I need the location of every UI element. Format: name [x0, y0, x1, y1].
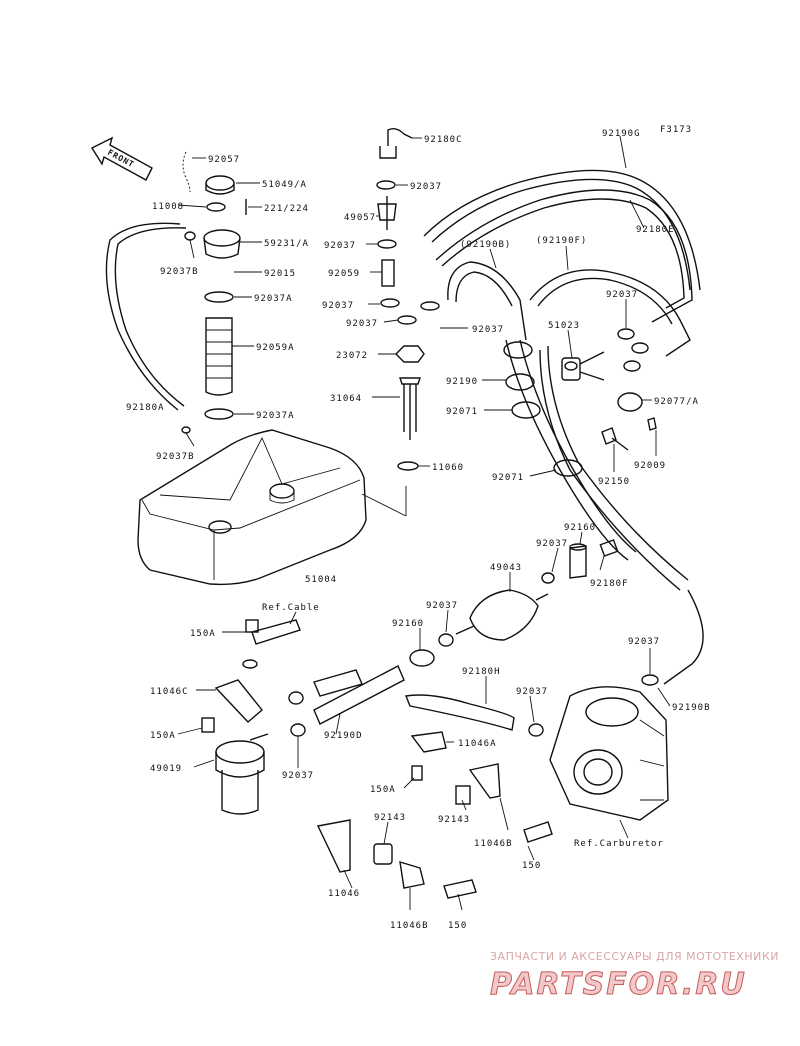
- label-51049a: 51049/A: [262, 180, 307, 190]
- label-92037a-2: 92037A: [256, 411, 295, 421]
- label-92037-1: 92037: [410, 182, 442, 192]
- label-92143-1: 92143: [438, 815, 470, 825]
- label-92037-4: 92037: [346, 319, 378, 329]
- fuel-pump-49043: [409, 589, 549, 667]
- label-92037b-1: 92037B: [160, 267, 199, 277]
- label-92180f: 92180F: [590, 579, 629, 589]
- label-11008: 11008: [152, 202, 184, 212]
- filler-cap-assembly: [181, 151, 247, 434]
- label-92190: 92190: [446, 377, 478, 387]
- carburetor-drawing: [549, 686, 669, 839]
- label-92037-6: 92037: [606, 290, 638, 300]
- watermark-tagline: ЗАПЧАСТИ И АКСЕССУАРЫ ДЛЯ МОТОТЕХНИКИ: [490, 950, 779, 963]
- fuel-hoses-upper: [423, 169, 701, 357]
- label-92037-3: 92037: [322, 301, 354, 311]
- figure-code: F3173: [660, 125, 692, 135]
- label-92037-5: 92037: [472, 325, 504, 335]
- label-92190g: 92190G: [602, 129, 641, 139]
- label-92180a: 92180A: [126, 403, 165, 413]
- fuel-hoses-lower: [288, 589, 704, 737]
- vent-hose-92180a: [105, 222, 181, 411]
- label-31064: 31064: [330, 394, 362, 404]
- label-92071-2: 92071: [492, 473, 524, 483]
- label-49043: 49043: [490, 563, 522, 573]
- label-92037-10: 92037: [628, 637, 660, 647]
- label-92160-1: 92160: [564, 523, 596, 533]
- label-49057: 49057: [344, 213, 376, 223]
- label-11060: 11060: [432, 463, 464, 473]
- label-92190b: 92190B: [672, 703, 711, 713]
- label-92037-9: 92037: [516, 687, 548, 697]
- label-49019: 49019: [150, 764, 182, 774]
- label-92057: 92057: [208, 155, 240, 165]
- label-150a-1: 150A: [190, 629, 216, 639]
- label-59231a: 59231/A: [264, 239, 309, 249]
- label-150-1: 150: [522, 861, 541, 871]
- label-92059: 92059: [328, 269, 360, 279]
- label-92037-8: 92037: [426, 601, 458, 611]
- label-51004: 51004: [305, 575, 337, 585]
- label-92037b-2: 92037B: [156, 452, 195, 462]
- front-arrow-icon: FRONT: [90, 136, 153, 181]
- leader-lines: [177, 135, 671, 911]
- label-92059a: 92059A: [256, 343, 295, 353]
- label-92190f-paren: (92190F): [536, 236, 587, 246]
- label-150a-3: 150A: [370, 785, 396, 795]
- watermark-logo: ЗАПЧАСТИ И АКСЕССУАРЫ ДЛЯ МОТОТЕХНИКИ PA…: [490, 950, 779, 1003]
- main-fuel-hoses: [503, 339, 689, 591]
- fuel-cock-51023: [561, 328, 657, 451]
- label-92071-1: 92071: [446, 407, 478, 417]
- watermark-brand: PARTSFOR.RU: [490, 967, 747, 1002]
- label-92143-2: 92143: [374, 813, 406, 823]
- label-92190b-paren: (92190B): [460, 240, 511, 250]
- label-92037-11: 92037: [282, 771, 314, 781]
- label-92180e: 92180E: [636, 225, 675, 235]
- label-221-224: 221/224: [264, 204, 309, 214]
- label-92009: 92009: [634, 461, 666, 471]
- label-11046c: 11046C: [150, 687, 189, 697]
- label-92015: 92015: [264, 269, 296, 279]
- part-labels: 92057 51049/A 11008 221/224 59231/A 9203…: [126, 129, 711, 931]
- label-ref-carburetor: Ref.Carburetor: [574, 839, 664, 849]
- label-92180c: 92180C: [424, 135, 463, 145]
- label-92160-2: 92160: [392, 619, 424, 629]
- label-150a-2: 150A: [150, 731, 176, 741]
- label-11046: 11046: [328, 889, 360, 899]
- label-92037a-1: 92037A: [254, 294, 293, 304]
- label-92037-2: 92037: [324, 241, 356, 251]
- label-11046b-1: 11046B: [474, 839, 513, 849]
- label-92077a: 92077/A: [654, 397, 699, 407]
- label-11046a: 11046A: [458, 739, 497, 749]
- label-11046b-2: 11046B: [390, 921, 429, 931]
- fuel-tank-drawing: [137, 429, 367, 586]
- mounting-brackets: [316, 731, 553, 899]
- label-ref-cable: Ref.Cable: [262, 603, 320, 613]
- label-92037-7: 92037: [536, 539, 568, 549]
- label-92150: 92150: [598, 477, 630, 487]
- label-92180h: 92180H: [462, 667, 501, 677]
- fuel-filter-49019: [201, 619, 301, 815]
- label-92190d: 92190D: [324, 731, 363, 741]
- label-51023: 51023: [548, 321, 580, 331]
- label-23072: 23072: [336, 351, 368, 361]
- label-150-2: 150: [448, 921, 467, 931]
